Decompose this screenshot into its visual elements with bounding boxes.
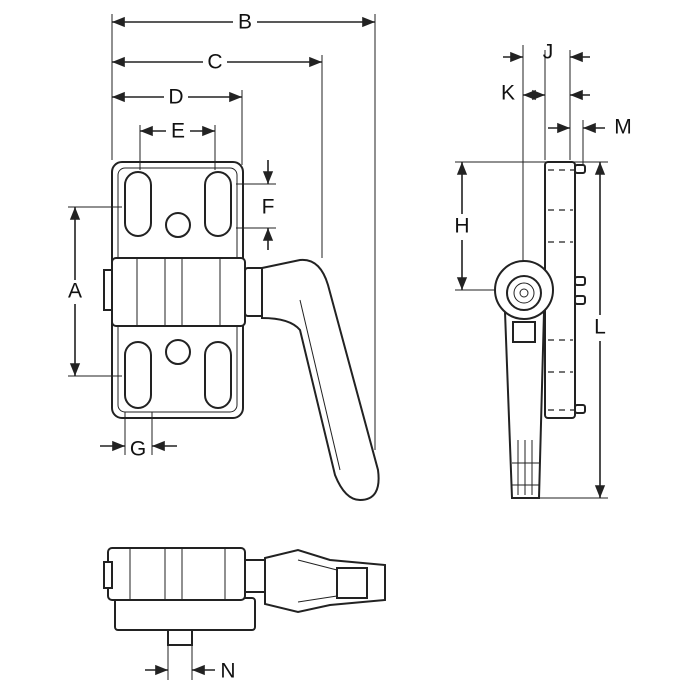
label-a: A [68, 280, 82, 303]
label-m: M [614, 116, 632, 139]
label-l: L [594, 316, 606, 339]
label-n: N [220, 660, 235, 683]
bottom-view [103, 547, 386, 646]
side-view [494, 45, 586, 499]
label-b: B [238, 11, 252, 34]
label-d: D [168, 86, 183, 109]
front-view [103, 161, 380, 502]
side-extension-lines [455, 50, 608, 499]
label-c: C [207, 51, 222, 74]
label-g: G [130, 438, 146, 461]
label-j: J [543, 41, 554, 64]
label-e: E [171, 120, 185, 143]
label-h: H [454, 215, 469, 238]
label-f: F [262, 196, 275, 219]
label-k: K [501, 82, 515, 105]
